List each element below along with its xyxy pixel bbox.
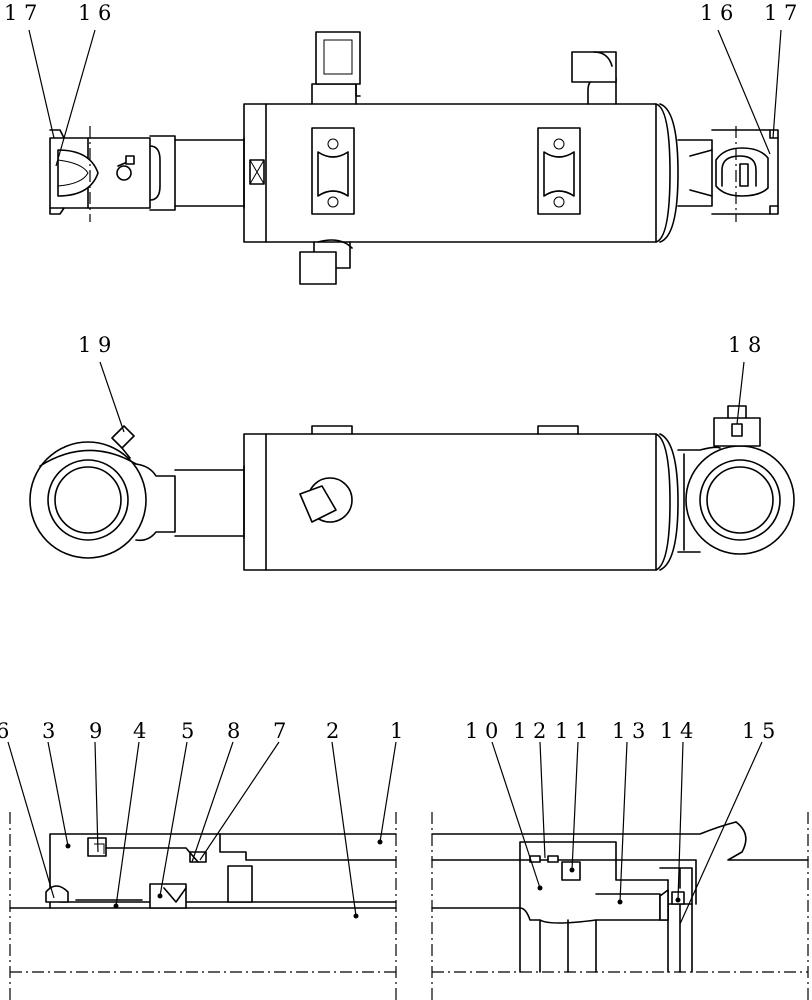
side-view-cylinder: [29, 361, 795, 571]
callout-9: 9: [89, 719, 102, 743]
callout-19: 1 9: [78, 333, 111, 357]
callout-10: 1 0: [465, 719, 498, 743]
callout-17-top-left: 1 7: [4, 1, 37, 25]
callout-11: 1 1: [555, 719, 588, 743]
callout-17-top-right: 1 7: [764, 1, 797, 25]
section-view-right: [431, 741, 809, 1000]
callout-5: 5: [181, 719, 194, 743]
callout-14: 1 4: [660, 719, 693, 743]
callout-18: 1 8: [728, 333, 761, 357]
callout-3: 3: [42, 719, 55, 743]
callout-labels: 1 7 1 6 1 6 1 7 1 9 1 8 6 3 9 4 5 8 7 2 …: [0, 1, 797, 743]
section-view-left: [7, 741, 397, 1000]
mounting-block-left: [311, 127, 355, 215]
callout-15: 1 5: [742, 719, 775, 743]
callout-12: 1 2: [513, 719, 546, 743]
callout-16-top-left: 1 6: [78, 1, 111, 25]
callout-8: 8: [227, 719, 240, 743]
callout-7: 7: [273, 719, 286, 743]
top-view-cylinder: [28, 29, 782, 285]
callout-2: 2: [326, 719, 339, 743]
mounting-block-right: [537, 127, 581, 215]
callout-13: 1 3: [612, 719, 645, 743]
callout-4: 4: [133, 719, 146, 743]
callout-6: 6: [0, 719, 9, 743]
callout-16-top-right: 1 6: [700, 1, 733, 25]
callout-1: 1: [390, 719, 403, 743]
